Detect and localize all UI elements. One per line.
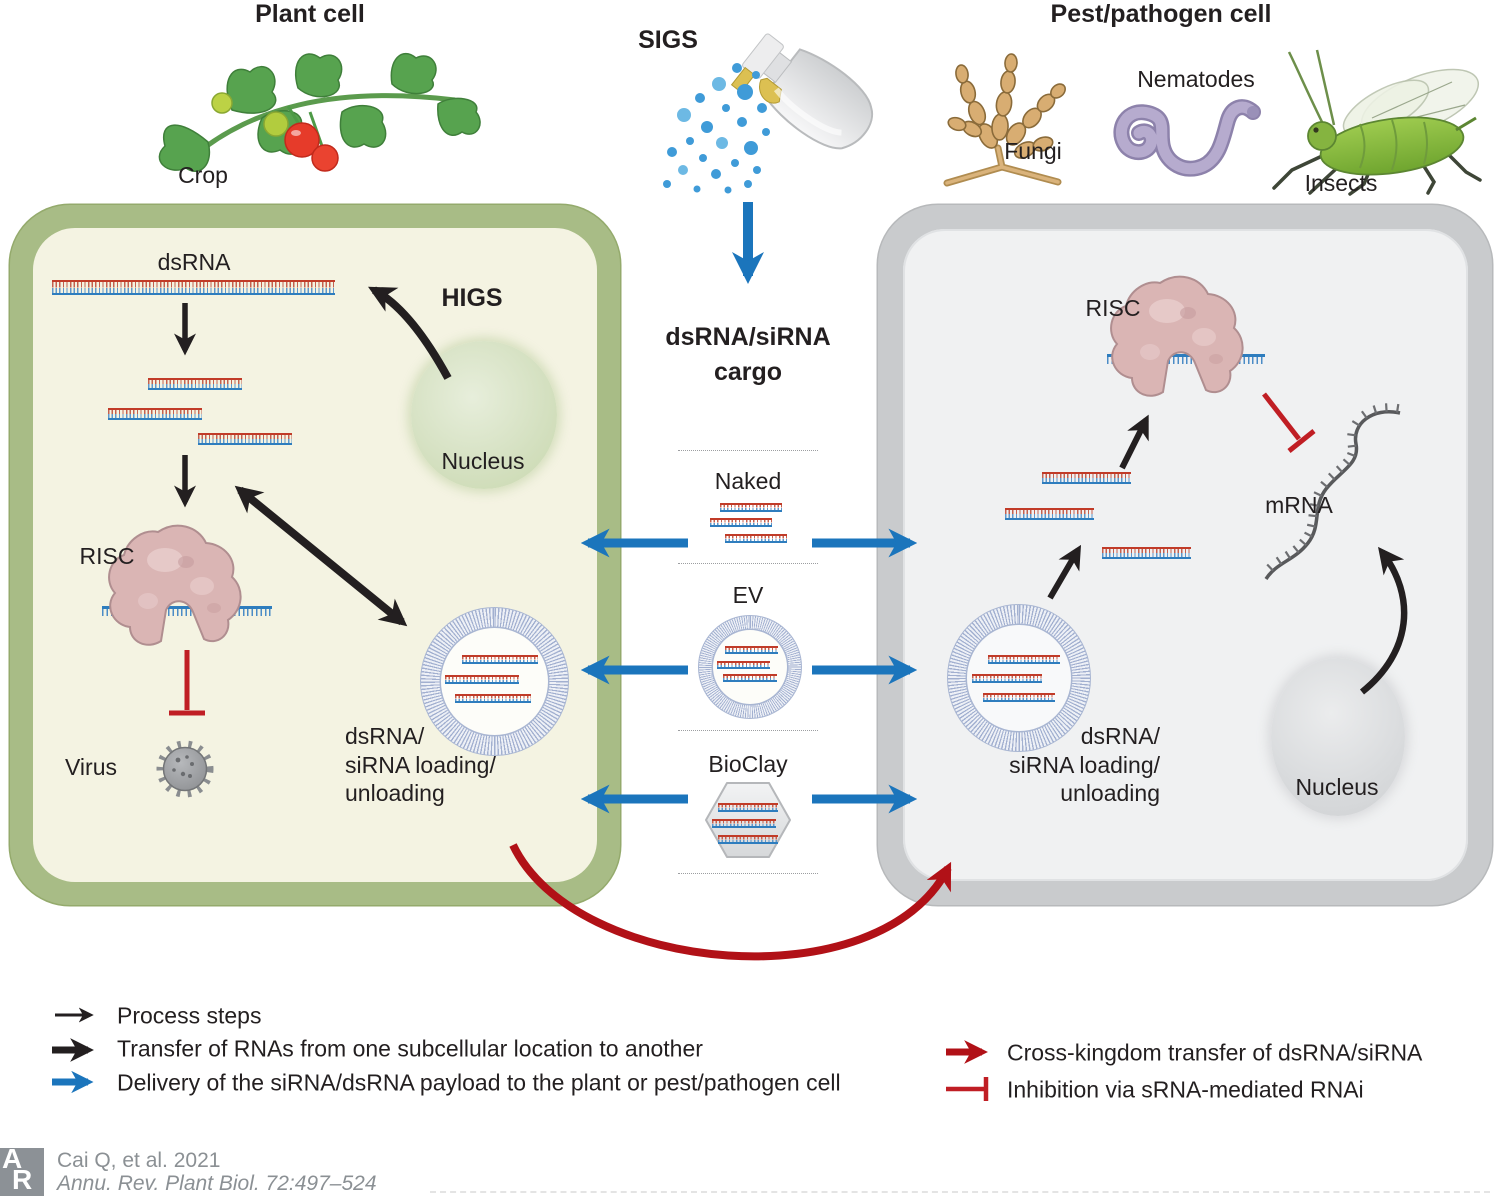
- bottom-rule: [430, 1191, 1490, 1193]
- separator-line: [678, 563, 818, 564]
- virus-label: Virus: [65, 754, 117, 780]
- nucleus-to-mrna-arrow: [1359, 546, 1408, 695]
- cargo-label-line2: cargo: [713, 358, 783, 386]
- dsrna-label: dsRNA: [157, 249, 231, 275]
- plant-nucleus: [411, 341, 557, 489]
- cargo-label-line1: dsRNA/siRNA: [665, 323, 831, 351]
- dsrna-duplex: [725, 646, 778, 654]
- process-arrow: [1119, 414, 1149, 470]
- loading-line: unloading: [345, 780, 445, 806]
- dsrna-duplex: [455, 694, 531, 703]
- plant-nucleus-label: Nucleus: [441, 448, 525, 474]
- nematodes-label: Nematodes: [1137, 66, 1255, 92]
- separator-line: [678, 730, 818, 731]
- naked-label: Naked: [714, 468, 782, 494]
- dsrna-duplex: [710, 518, 772, 527]
- mrna-strand: [1264, 403, 1401, 581]
- fungi-label: Fungi: [1004, 138, 1062, 164]
- legend-transfer: Transfer of RNAs from one subcellular lo…: [117, 1035, 703, 1062]
- dsrna-duplex: [988, 655, 1060, 664]
- citation-authors: Cai Q, et al. 2021: [57, 1149, 221, 1172]
- loading-line: unloading: [1060, 780, 1160, 806]
- dsrna-duplex: [1042, 472, 1131, 484]
- loading-line: siRNA loading/: [345, 751, 496, 778]
- dsrna-duplex: [717, 661, 770, 669]
- dsrna-duplex: [983, 693, 1055, 702]
- dsrna-duplex: [462, 655, 538, 664]
- logo-letter-r: R: [12, 1164, 33, 1195]
- guide-strand: [1107, 354, 1265, 364]
- legend-inhibition: Inhibition via sRNA-mediated RNAi: [1007, 1076, 1364, 1103]
- dsrna-duplex: [718, 835, 778, 844]
- dsrna-duplex: [723, 674, 777, 682]
- nematode-icon: [1113, 99, 1261, 177]
- dsrna-duplex: [198, 433, 292, 445]
- dsrna-duplex: [718, 803, 778, 812]
- pest-vesicle: [947, 604, 1091, 752]
- virus-icon: [156, 740, 214, 798]
- citation-journal: Annu. Rev. Plant Biol. 72:497–524: [57, 1172, 377, 1195]
- crop-label: Crop: [178, 162, 228, 188]
- loading-line: siRNA loading/: [1009, 751, 1160, 778]
- dsrna-duplex: [720, 503, 782, 512]
- fungi-icon: [943, 53, 1066, 187]
- pest-cell-title: Pest/pathogen cell: [1050, 0, 1272, 28]
- spray-droplets: [663, 63, 770, 194]
- dsrna-duplex: [725, 534, 787, 543]
- spray-bottle-icon: [663, 33, 874, 194]
- insect-icon: [1272, 49, 1482, 196]
- inhibition-bar: [1287, 429, 1316, 453]
- higs-label: HIGS: [441, 284, 503, 312]
- plant-risc-label: RISC: [79, 543, 135, 569]
- insects-label: Insects: [1304, 170, 1378, 196]
- plant-cell-title: Plant cell: [255, 0, 365, 28]
- dsrna-duplex: [1102, 547, 1191, 559]
- pest-nucleus: [1271, 658, 1405, 816]
- higs-arrow: [368, 286, 452, 380]
- cross-kingdom-arrow: [509, 843, 952, 961]
- dsrna-duplex: [972, 674, 1042, 683]
- pest-risc-label: RISC: [1085, 295, 1141, 321]
- annual-reviews-logo: A R: [0, 1148, 44, 1196]
- process-arrow: [1047, 544, 1082, 600]
- separator-line: [678, 450, 818, 451]
- dsrna-duplex: [445, 675, 519, 684]
- bioclay-label: BioClay: [708, 751, 788, 777]
- dsrna-duplex: [712, 819, 776, 828]
- legend-delivery: Delivery of the siRNA/dsRNA payload to t…: [117, 1069, 841, 1096]
- legend-cross-kingdom: Cross-kingdom transfer of dsRNA/siRNA: [1007, 1039, 1423, 1066]
- pest-loading-label: dsRNA/ siRNA loading/ unloading: [1000, 722, 1160, 808]
- dsrna-duplex: [1005, 508, 1094, 520]
- plant-loading-label: dsRNA/ siRNA loading/ unloading: [345, 722, 496, 808]
- sigs-label: SIGS: [638, 26, 698, 54]
- inhibition-bar: [1262, 392, 1301, 441]
- crop-icon: [158, 52, 481, 172]
- ev-label: EV: [732, 582, 764, 608]
- transfer-double-arrow: [234, 485, 408, 627]
- legend-process: Process steps: [117, 1002, 262, 1029]
- logo-letter-a: A: [2, 1148, 23, 1174]
- loading-line: dsRNA/: [345, 723, 425, 749]
- separator-line: [678, 873, 818, 874]
- dsrna-duplex: [108, 408, 202, 420]
- pest-nucleus-label: Nucleus: [1295, 774, 1379, 800]
- dsrna-duplex: [52, 280, 335, 295]
- guide-strand: [102, 606, 272, 616]
- loading-line: dsRNA/: [1080, 723, 1160, 749]
- dsrna-duplex: [148, 378, 242, 390]
- mrna-label: mRNA: [1265, 492, 1333, 518]
